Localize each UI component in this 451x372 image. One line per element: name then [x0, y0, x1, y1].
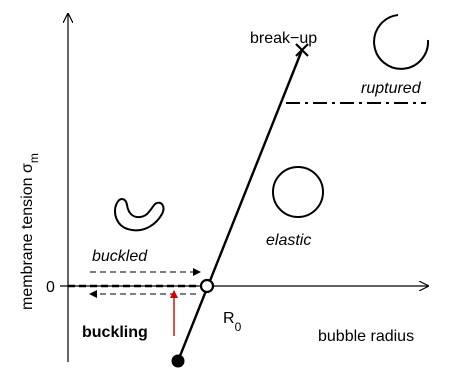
elastic-bubble-icon	[272, 166, 324, 218]
break-up-label: break−up	[250, 30, 317, 47]
zero-label: 0	[46, 279, 55, 296]
elastic-line	[176, 49, 304, 362]
x-axis-label: bubble radius	[318, 328, 414, 345]
break-up-marker	[295, 43, 309, 57]
r0-marker	[199, 278, 215, 294]
buckled-label: buckled	[92, 248, 148, 265]
y-axis-label: membrane tension σm	[19, 153, 41, 310]
elastic-label: elastic	[266, 232, 311, 249]
ruptured-bubble-icon	[373, 14, 430, 70]
ruptured-label: ruptured	[361, 80, 422, 97]
buckling-label: buckling	[82, 324, 148, 341]
endpoint-dot	[171, 354, 185, 368]
r0-label: R0	[223, 310, 242, 334]
buckled-bubble-icon	[113, 198, 165, 232]
